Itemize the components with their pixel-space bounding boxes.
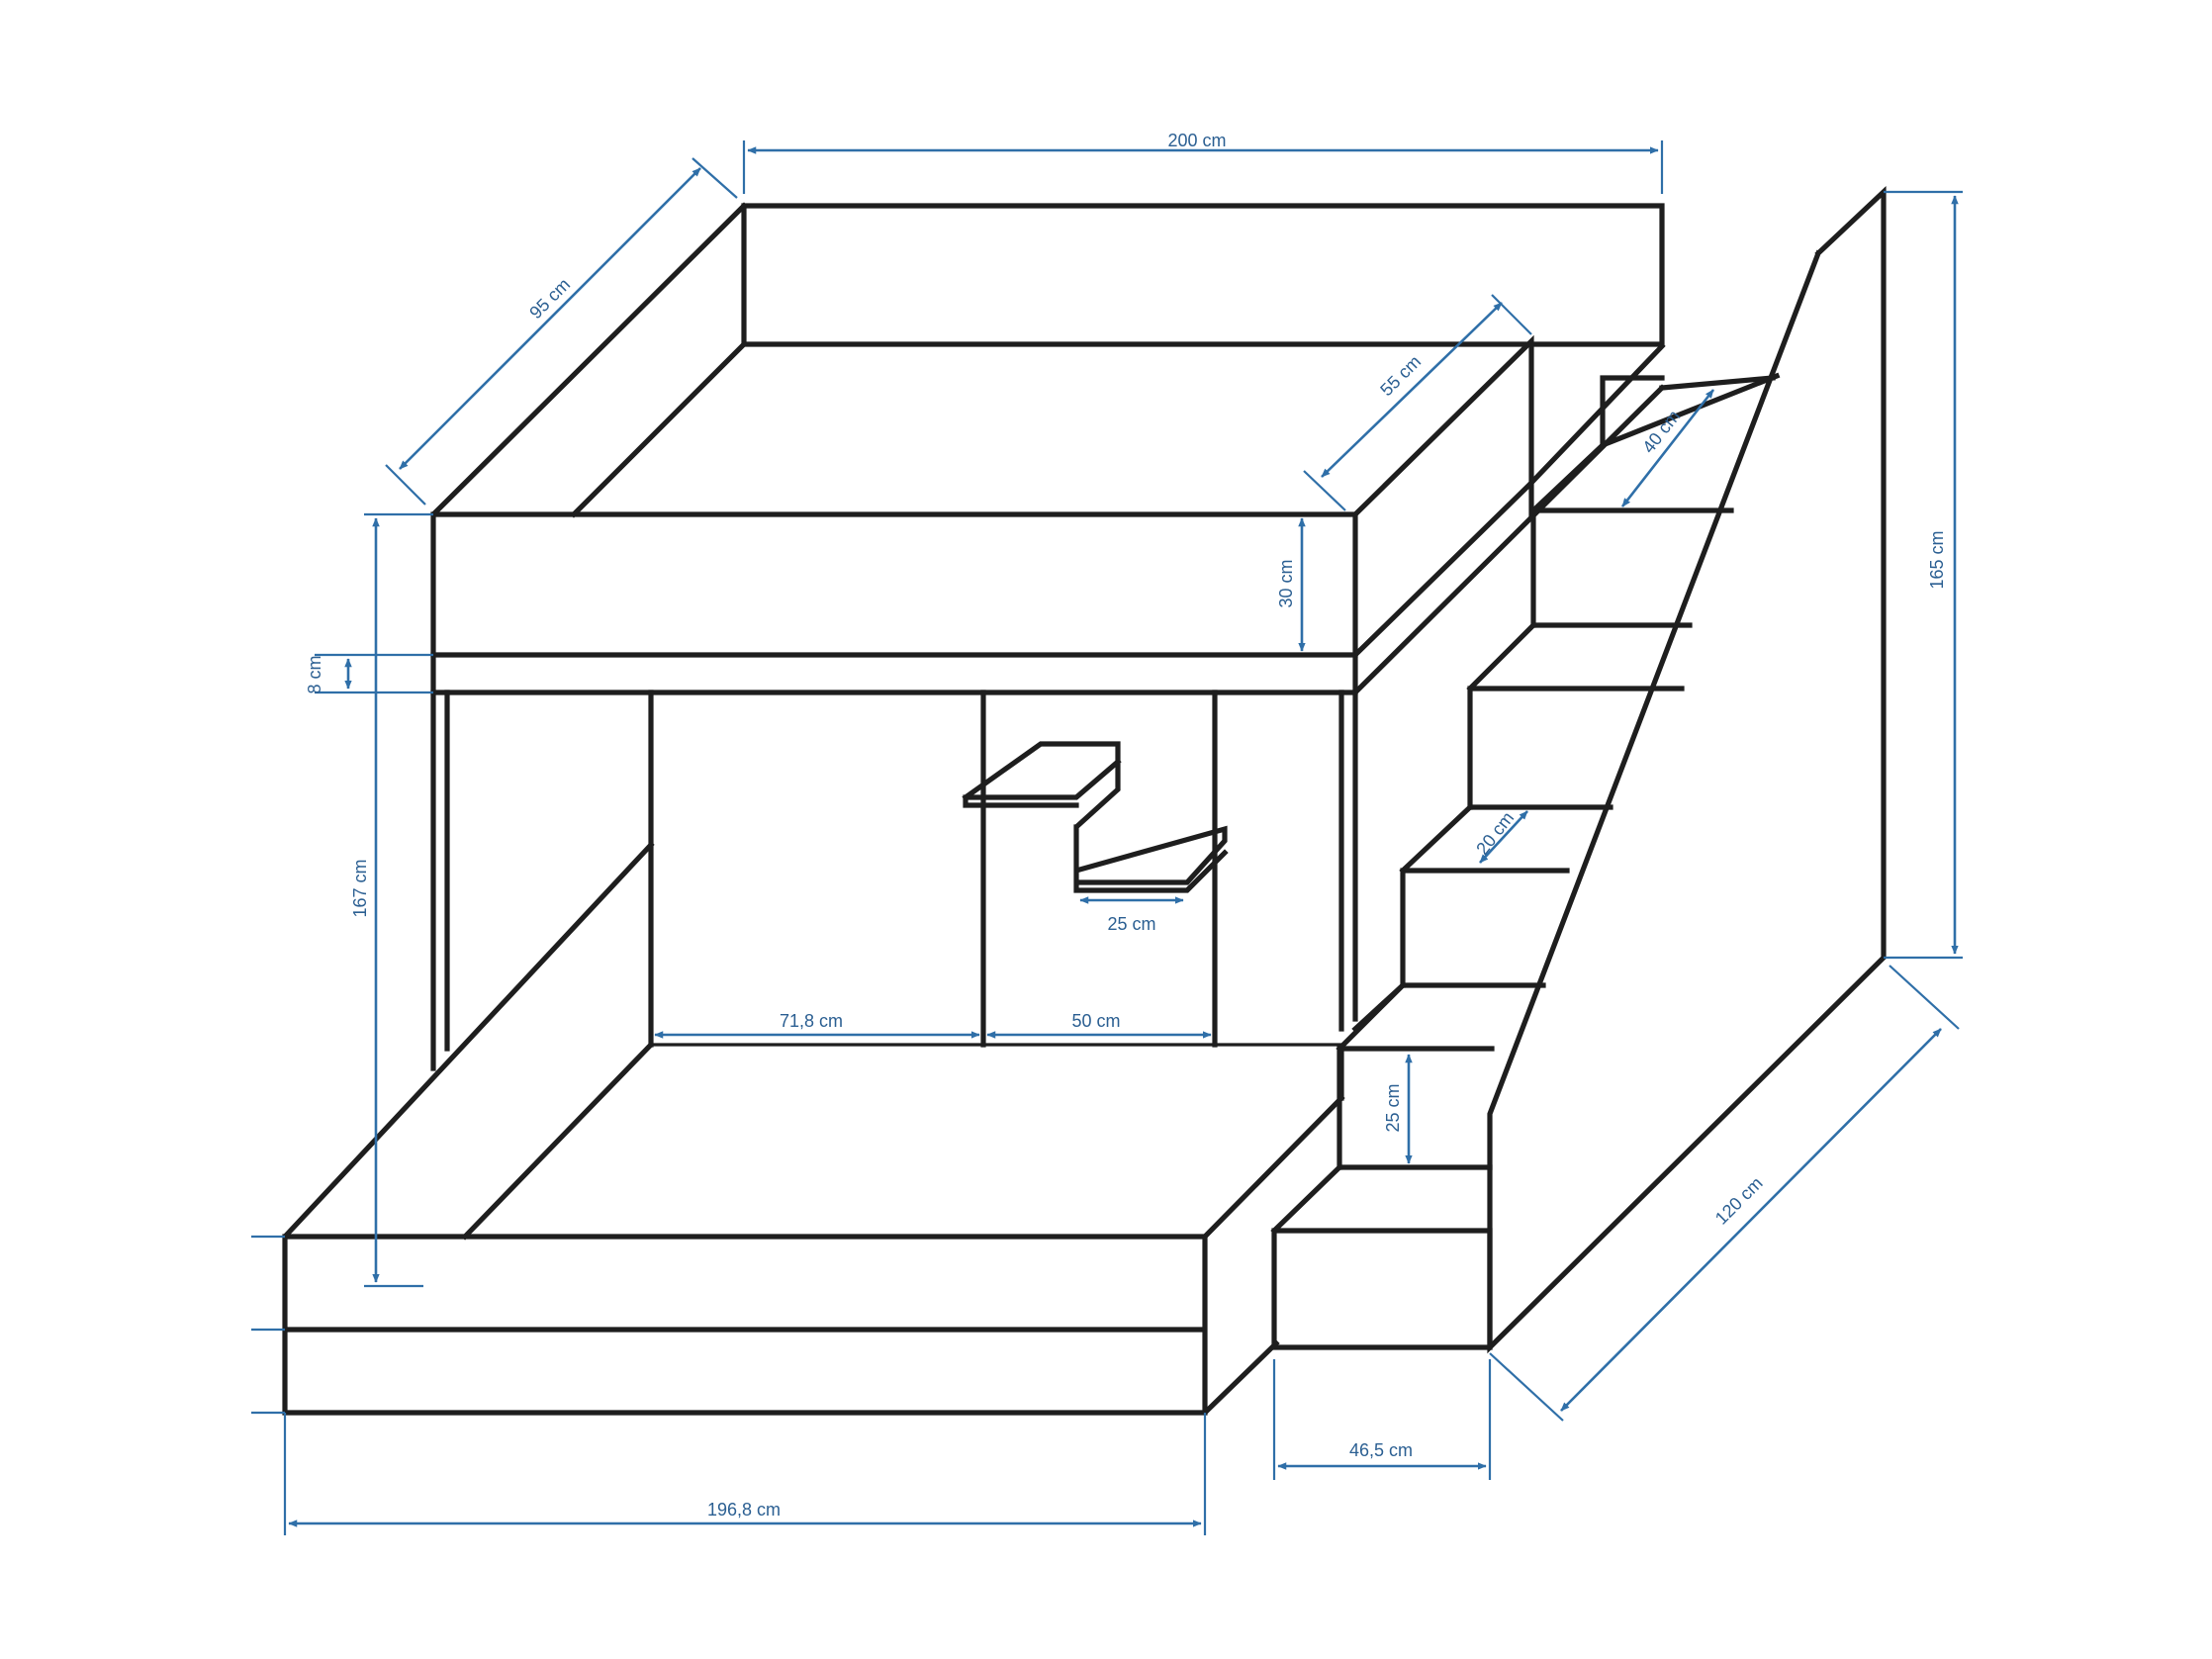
stair-side-panel — [1487, 185, 1887, 1354]
dimension-labels: 200 cm 95 cm 55 cm 30 cm 8 cm 167 cm 165… — [305, 131, 1947, 1520]
stair-step-1 — [1270, 1164, 1493, 1350]
lower-bed-right-side — [1201, 1094, 1345, 1417]
label-stair-step-depth-mid: 20 cm — [1472, 808, 1518, 859]
stair-step-top — [1600, 375, 1776, 448]
upper-back-panel — [741, 203, 1665, 347]
label-top-depth: 95 cm — [525, 274, 574, 323]
label-stair-step-height: 25 cm — [1383, 1083, 1403, 1132]
label-panel-width-left: 71,8 cm — [780, 1011, 843, 1031]
label-stair-length: 120 cm — [1711, 1173, 1767, 1229]
shelf — [962, 741, 1229, 893]
label-total-height-left: 167 cm — [350, 859, 370, 917]
label-bottom-length: 196,8 cm — [707, 1500, 781, 1520]
dim-line-95cm — [399, 167, 701, 470]
stair-step-4 — [1466, 622, 1693, 810]
label-top-mattress-depth: 55 cm — [1376, 351, 1425, 400]
dimension-lines — [251, 140, 1963, 1535]
dim-line-20cm — [1479, 810, 1528, 864]
label-top-length: 200 cm — [1167, 131, 1226, 150]
front-post-right — [1338, 690, 1358, 1032]
label-stair-width: 46,5 cm — [1349, 1440, 1413, 1460]
upper-frame-rail — [430, 342, 1666, 695]
stair-step-5 — [1529, 372, 1781, 628]
label-panel-width-right: 50 cm — [1071, 1011, 1120, 1031]
dim-line-40cm — [1620, 389, 1715, 507]
lower-bed-left-side — [281, 841, 655, 1241]
dim-line-120cm — [1560, 1028, 1942, 1412]
upper-frame-right — [1351, 384, 1666, 696]
upper-left-side — [429, 202, 748, 518]
label-stair-step-depth-top: 40 cm — [1638, 407, 1684, 457]
label-shelf-width: 25 cm — [1107, 914, 1155, 934]
lower-bed-front — [282, 1234, 1208, 1416]
label-gap-height: 8 cm — [305, 655, 324, 693]
upper-front-guard — [430, 511, 1358, 658]
label-stair-height: 165 cm — [1927, 530, 1947, 589]
label-top-side-height: 30 cm — [1276, 559, 1296, 607]
bed-drawing — [281, 185, 1887, 1417]
dim-line-55cm — [1321, 302, 1503, 478]
left-post — [430, 690, 450, 1071]
stair-connector — [1338, 981, 1407, 1101]
